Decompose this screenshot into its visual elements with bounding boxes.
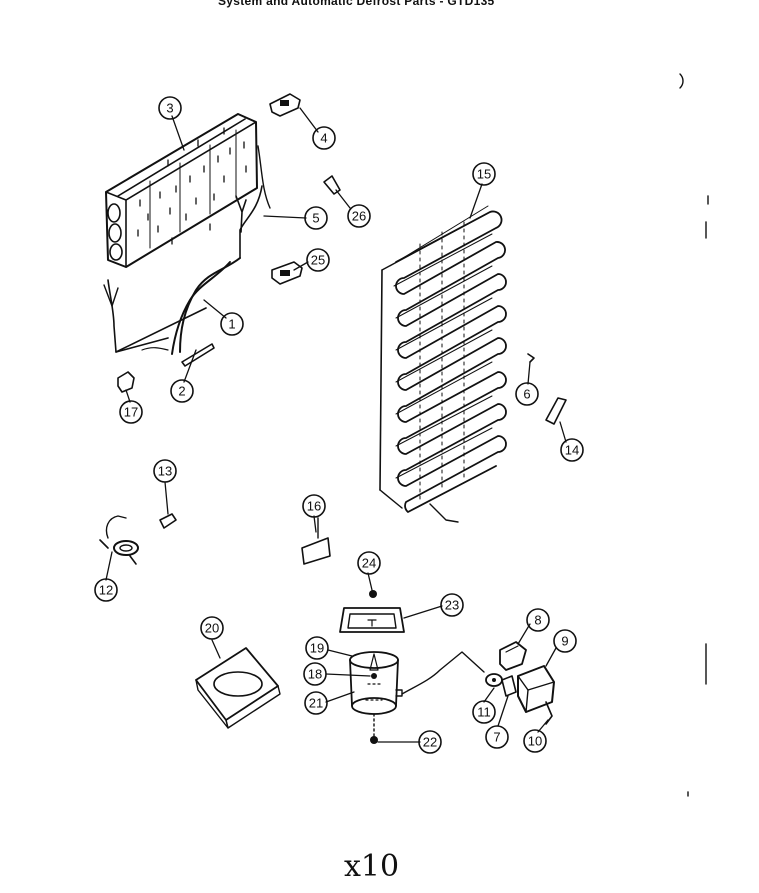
base-plate-part-20 bbox=[195, 647, 281, 729]
stud-part-22 bbox=[370, 713, 378, 744]
svg-text:16: 16 bbox=[307, 499, 321, 514]
tube-clip-part-2 bbox=[181, 343, 215, 367]
page-header: System and Automatic Defrost Parts - GTD… bbox=[0, 0, 759, 14]
svg-text:15: 15 bbox=[477, 167, 491, 182]
bracket-part-16 bbox=[301, 517, 331, 565]
svg-text:7: 7 bbox=[493, 730, 500, 745]
svg-text:14: 14 bbox=[565, 443, 579, 458]
condenser-part-15 bbox=[379, 205, 507, 523]
callout-17: 17 bbox=[119, 400, 143, 424]
svg-text:12: 12 bbox=[99, 583, 113, 598]
callout-3: 3 bbox=[158, 96, 182, 120]
callout-6: 6 bbox=[515, 382, 539, 406]
relay-clip-part-7 bbox=[501, 675, 517, 697]
svg-text:25: 25 bbox=[311, 253, 325, 268]
evaporator-part-3 bbox=[105, 113, 258, 268]
callout-5: 5 bbox=[304, 206, 328, 230]
callout-14: 14 bbox=[560, 438, 584, 462]
svg-text:2: 2 bbox=[178, 384, 185, 399]
svg-text:11: 11 bbox=[477, 705, 491, 720]
svg-text:23: 23 bbox=[445, 598, 459, 613]
clip-part-25 bbox=[271, 261, 303, 285]
callout-21: 21 bbox=[304, 691, 328, 715]
callout-10: 10 bbox=[523, 729, 547, 753]
callout-20: 20 bbox=[200, 616, 224, 640]
callout-1: 1 bbox=[220, 312, 244, 336]
callout-19: 19 bbox=[305, 636, 329, 660]
handwritten-note: x10 bbox=[344, 849, 399, 884]
callout-12: 12 bbox=[94, 578, 118, 602]
svg-text:22: 22 bbox=[423, 735, 437, 750]
callout-16: 16 bbox=[302, 494, 326, 518]
grommet-part-18 bbox=[371, 673, 377, 679]
callout-23: 23 bbox=[440, 593, 464, 617]
svg-text:20: 20 bbox=[205, 621, 219, 636]
callout-7: 7 bbox=[485, 725, 509, 749]
clip-part-26 bbox=[323, 175, 341, 195]
nut-part-24 bbox=[369, 590, 377, 598]
harness-part-12 bbox=[99, 515, 139, 565]
svg-text:24: 24 bbox=[362, 556, 376, 571]
svg-text:13: 13 bbox=[158, 464, 172, 479]
clip-part-13 bbox=[159, 513, 177, 529]
callout-4: 4 bbox=[312, 126, 336, 150]
clip-part-4 bbox=[269, 93, 301, 117]
svg-text:8: 8 bbox=[534, 613, 541, 628]
callout-8: 8 bbox=[526, 608, 550, 632]
svg-text:4: 4 bbox=[320, 131, 327, 146]
clip-part-17 bbox=[117, 371, 135, 393]
callout-22: 22 bbox=[418, 730, 442, 754]
svg-text:21: 21 bbox=[309, 696, 323, 711]
callout-26: 26 bbox=[347, 204, 371, 228]
svg-text:26: 26 bbox=[352, 209, 366, 224]
callout-13: 13 bbox=[153, 459, 177, 483]
compressor-part-19 bbox=[349, 651, 403, 715]
callout-24: 24 bbox=[357, 551, 381, 575]
relay-part-8 bbox=[499, 641, 527, 671]
svg-text:6: 6 bbox=[523, 387, 530, 402]
callout-9: 9 bbox=[553, 629, 577, 653]
screw-part-6 bbox=[527, 353, 535, 363]
callout-2: 2 bbox=[170, 379, 194, 403]
svg-text:3: 3 bbox=[166, 101, 173, 116]
compressor-wire bbox=[401, 651, 485, 695]
svg-text:19: 19 bbox=[310, 641, 324, 656]
header-title: System and Automatic Defrost Parts - GTD… bbox=[218, 0, 495, 8]
callout-15: 15 bbox=[472, 162, 496, 186]
svg-text:10: 10 bbox=[528, 734, 542, 749]
svg-text:18: 18 bbox=[308, 667, 322, 682]
svg-text:9: 9 bbox=[561, 634, 568, 649]
bracket-part-14 bbox=[545, 397, 567, 425]
svg-text:17: 17 bbox=[124, 405, 138, 420]
svg-text:5: 5 bbox=[312, 211, 319, 226]
callout-25: 25 bbox=[306, 248, 330, 272]
overload-cover-part-9 bbox=[517, 665, 555, 713]
overload-part-11 bbox=[485, 673, 503, 687]
leader-lines bbox=[105, 107, 567, 743]
bracket-part-10 bbox=[545, 701, 553, 725]
callout-18: 18 bbox=[303, 662, 327, 686]
lead-part-5 bbox=[257, 145, 271, 209]
scan-marks bbox=[679, 73, 709, 797]
callout-11: 11 bbox=[472, 700, 496, 724]
tubing-part-1 bbox=[103, 185, 263, 355]
svg-text:1: 1 bbox=[228, 317, 235, 332]
drain-pan-part-23 bbox=[339, 607, 405, 633]
